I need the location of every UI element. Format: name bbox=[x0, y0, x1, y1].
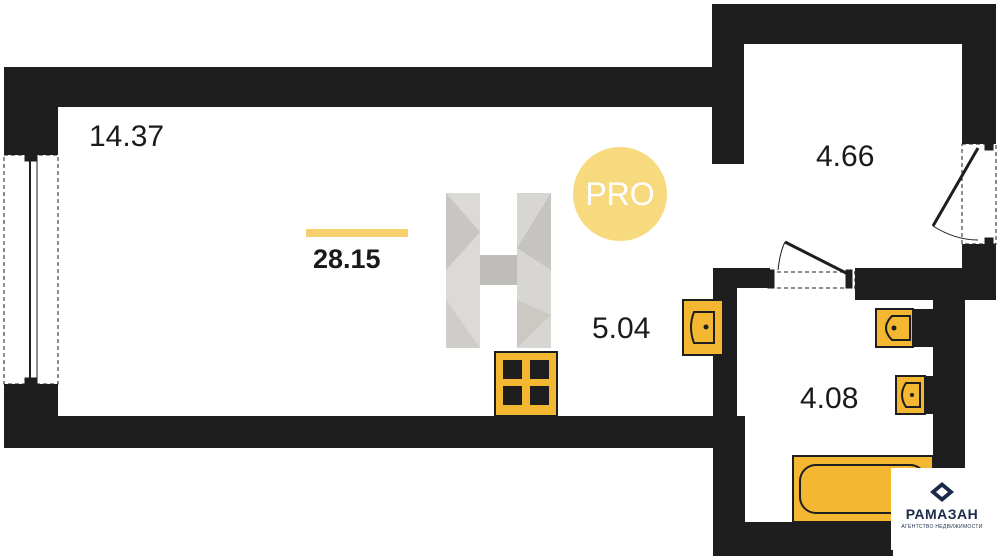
wall-loggia-top bbox=[712, 4, 996, 44]
bath-sink-icon bbox=[895, 375, 933, 415]
loggia-area: 4.66 bbox=[816, 140, 875, 173]
living-room-area: 14.37 bbox=[89, 120, 165, 153]
sink-icon bbox=[682, 299, 731, 356]
door-bath-jamb-right bbox=[845, 269, 853, 289]
bath-sink-basin bbox=[901, 382, 921, 408]
window-right-frame bbox=[961, 143, 997, 245]
wall-main-bottom bbox=[4, 416, 715, 448]
window-right-jamb-top bbox=[984, 141, 994, 151]
total-area-accent-bar bbox=[306, 229, 408, 237]
hall-sink-drain bbox=[703, 324, 709, 330]
wall-main-left-upper bbox=[4, 67, 58, 155]
brand-logo: РАМАЗАН АГЕНТСТВО НЕДВИЖИМОСТИ bbox=[891, 468, 993, 550]
h-left-facet bbox=[446, 193, 480, 270]
stove-burner-2 bbox=[530, 360, 549, 379]
h-crossbar bbox=[480, 255, 517, 285]
hall-sink-body bbox=[682, 299, 724, 356]
door-bath-arc bbox=[777, 241, 786, 271]
wall-bath-bottom bbox=[713, 522, 893, 556]
total-area: 28.15 bbox=[313, 244, 381, 274]
h-left-facet-low bbox=[446, 300, 480, 348]
wall-loggia-right-upper bbox=[962, 4, 996, 144]
door-bath-leaf bbox=[784, 240, 851, 277]
window-left-jamb-top bbox=[24, 152, 38, 162]
wall-loggia-bottom bbox=[855, 268, 996, 300]
bathroom-area: 4.08 bbox=[800, 382, 859, 415]
wall-loggia-left bbox=[712, 4, 744, 164]
toilet-bowl bbox=[885, 315, 911, 341]
rhombus-logo-icon bbox=[930, 482, 954, 502]
wall-bath-right bbox=[933, 268, 965, 468]
window-left-jamb-bottom bbox=[24, 377, 38, 387]
bath-sink-mount bbox=[925, 376, 933, 414]
stove-icon bbox=[494, 351, 558, 417]
brand-name: РАМАЗАН bbox=[905, 506, 979, 522]
hall-area: 5.04 bbox=[592, 312, 651, 345]
hall-sink-mount bbox=[723, 300, 731, 355]
walls bbox=[4, 4, 996, 556]
pro-badge: PRO bbox=[573, 147, 667, 241]
window-right-jamb-bottom bbox=[984, 237, 994, 247]
window-icon bbox=[3, 141, 997, 387]
door-bath-jamb-left bbox=[767, 269, 775, 289]
letter-h-watermark-icon bbox=[446, 193, 551, 348]
door-loggia-leaf bbox=[931, 147, 980, 227]
stove-burner-4 bbox=[530, 386, 549, 405]
hall-sink-basin bbox=[690, 311, 715, 344]
h-right-facet-low bbox=[517, 300, 551, 348]
door-swing-icon bbox=[767, 147, 980, 289]
brand-tagline: АГЕНТСТВО НЕДВИЖИМОСТИ bbox=[901, 524, 983, 530]
toilet-icon bbox=[875, 308, 933, 348]
toilet-tank bbox=[913, 309, 933, 347]
door-bath-frame bbox=[769, 271, 856, 289]
stove-burner-1 bbox=[503, 360, 522, 379]
pro-badge-label: PRO bbox=[585, 175, 655, 212]
toilet-drain bbox=[891, 325, 897, 331]
h-right-facet bbox=[517, 193, 551, 270]
wall-main-top bbox=[4, 67, 730, 107]
stove-burner-3 bbox=[503, 386, 522, 405]
bath-sink-drain bbox=[910, 393, 914, 397]
door-loggia-arc bbox=[932, 225, 979, 241]
